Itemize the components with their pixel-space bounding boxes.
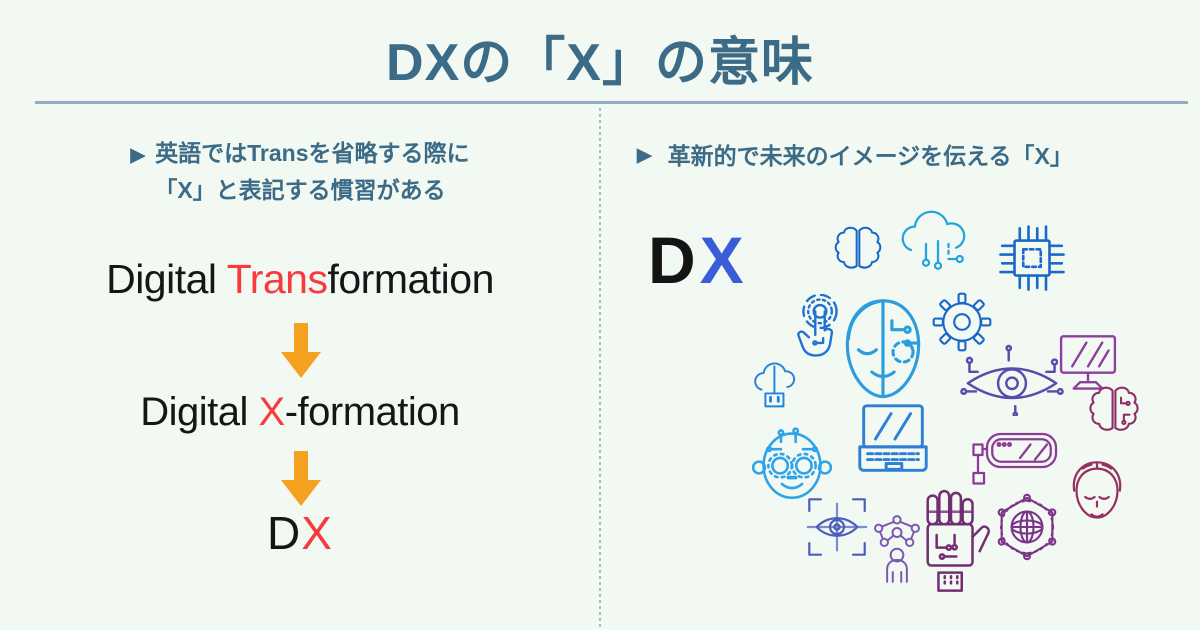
gear-icon bbox=[928, 288, 996, 356]
triangle-bullet-icon: ▶ bbox=[130, 145, 146, 166]
title-divider bbox=[35, 101, 1188, 104]
down-arrow-icon bbox=[278, 322, 324, 380]
step2-highlight: X bbox=[258, 390, 286, 434]
brain-icon bbox=[826, 218, 890, 278]
person-network-icon bbox=[866, 508, 928, 588]
robot-head-icon bbox=[748, 418, 836, 506]
right-heading: ▶ 革新的で未来のイメージを伝える「X」 bbox=[637, 139, 1073, 173]
step1-highlight: Trans bbox=[226, 256, 328, 302]
cloud-network-icon bbox=[890, 204, 986, 284]
robot-hand-icon bbox=[908, 488, 994, 600]
globe-network-icon bbox=[988, 488, 1066, 566]
step-digital-x-formation: Digital X-formation bbox=[0, 390, 600, 435]
step3-pre: D bbox=[267, 507, 302, 559]
step1-post: formation bbox=[327, 256, 494, 302]
dx-letter-d: D bbox=[648, 223, 700, 297]
human-head-icon bbox=[1062, 456, 1132, 538]
monitor-icon bbox=[1050, 322, 1126, 398]
left-heading-text1: 英語ではTransを省略する際に bbox=[155, 140, 470, 166]
cpu-chip-icon bbox=[990, 216, 1074, 300]
right-heading-text: 革新的で未来のイメージを伝える「X」 bbox=[667, 143, 1073, 169]
cyber-eye-icon bbox=[958, 344, 1066, 416]
left-heading-line1: ▶ 英語ではTransを省略する際に bbox=[0, 136, 600, 173]
left-heading: ▶ 英語ではTransを省略する際に 「X」と表記する慣習がある bbox=[0, 136, 600, 207]
left-heading-line2: 「X」と表記する慣習がある bbox=[154, 177, 446, 203]
triangle-bullet-icon: ▶ bbox=[637, 145, 652, 166]
step-dx: DX bbox=[0, 506, 600, 560]
cyborg-face-icon bbox=[834, 294, 932, 410]
eye-scan-icon bbox=[802, 492, 872, 562]
step-digital-transformation: Digital Transformation bbox=[0, 256, 600, 303]
step1-pre: Digital bbox=[106, 256, 227, 302]
column-divider bbox=[599, 108, 601, 630]
laptop-icon bbox=[845, 398, 941, 484]
down-arrow-icon bbox=[278, 450, 324, 508]
dx-logo: DX bbox=[648, 222, 748, 298]
dx-letter-x: X bbox=[699, 223, 748, 297]
technology-icon-cluster bbox=[730, 188, 1170, 628]
step3-highlight: X bbox=[301, 507, 333, 559]
page-title: DXの「X」の意味 bbox=[386, 34, 814, 92]
vr-headset-icon bbox=[967, 416, 1067, 488]
cloud-usb-icon bbox=[746, 356, 808, 418]
touch-gesture-icon bbox=[782, 294, 858, 376]
step2-post: -formation bbox=[284, 390, 461, 434]
circuit-brain-icon bbox=[1080, 378, 1148, 440]
step2-pre: Digital bbox=[140, 390, 259, 434]
